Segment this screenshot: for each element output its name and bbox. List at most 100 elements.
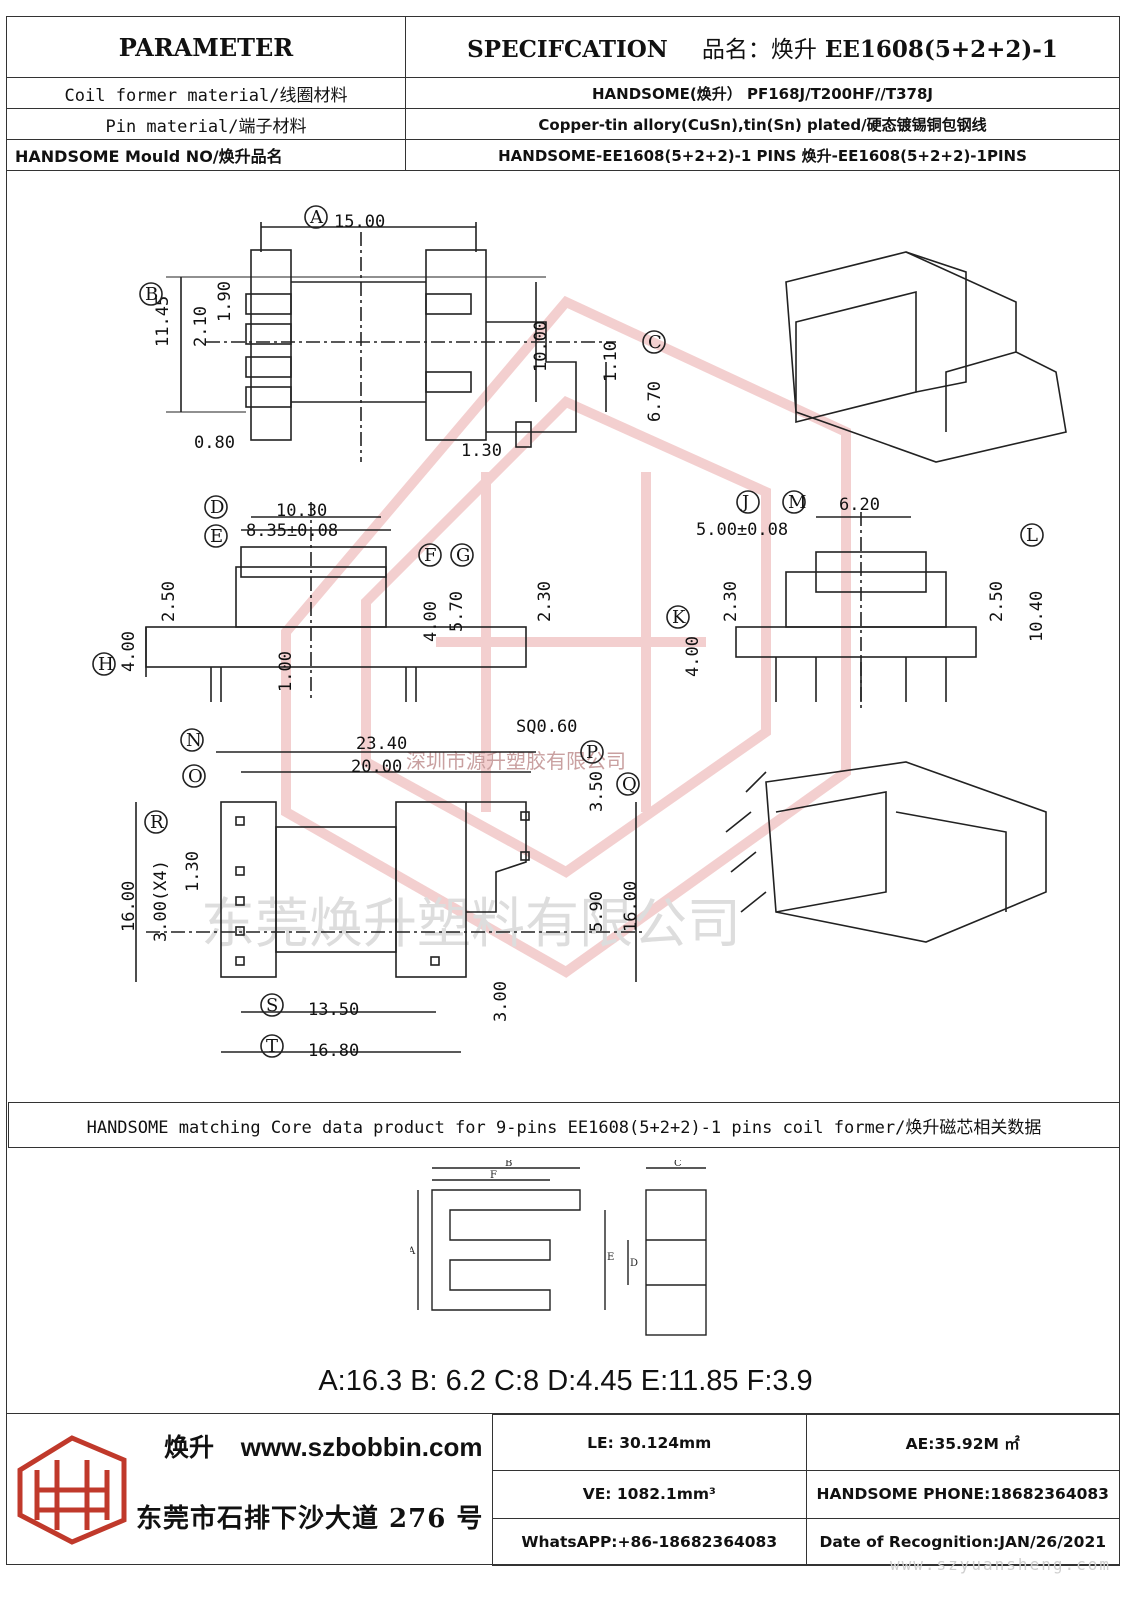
le-value: LE: 30.124mm xyxy=(492,1413,807,1472)
label-k-icon: K xyxy=(666,605,690,629)
svg-text:S: S xyxy=(266,995,278,1016)
svg-text:N: N xyxy=(186,730,202,751)
website-link[interactable]: www.szbobbin.com xyxy=(240,1432,483,1462)
specification-heading: SPECIFCATION 品名：焕升 EE1608(5+2+2)-1 xyxy=(405,16,1120,78)
side-view xyxy=(735,512,977,712)
svg-text:E: E xyxy=(607,1252,614,1263)
bottom-view-dims: 23.40 20.00 3.50 1.30 3.00(X4) 16.00 5.9… xyxy=(119,734,641,1061)
svg-text:4.00: 4.00 xyxy=(683,636,703,677)
svg-text:16.00: 16.00 xyxy=(119,881,139,932)
svg-text:5.70: 5.70 xyxy=(447,591,467,632)
reference-labels: A B C D E F G H J K L M N O P Q R S T xyxy=(92,205,1044,1058)
side-view-dims: 5.00±0.08 6.20 2.30 2.50 10.40 4.00 xyxy=(683,495,1047,677)
svg-text:2.30: 2.30 xyxy=(535,581,555,622)
svg-text:3.00(X4): 3.00(X4) xyxy=(151,860,171,942)
svg-text:B: B xyxy=(505,1160,512,1169)
svg-text:6.70: 6.70 xyxy=(645,381,665,422)
label-c-icon: C xyxy=(642,330,666,354)
watermark-small: 深圳市源升塑胶有限公司 xyxy=(406,749,626,773)
label-d-icon: D xyxy=(204,495,228,519)
label-p-icon: P xyxy=(580,740,604,764)
svg-text:D: D xyxy=(210,497,224,518)
ae-value: AE:35.92M ㎡ xyxy=(805,1413,1120,1472)
phone-value: HANDSOME PHONE:18682364083 xyxy=(805,1470,1120,1519)
front-view xyxy=(145,502,527,702)
svg-text:2.50: 2.50 xyxy=(987,581,1007,622)
svg-text:1.10: 1.10 xyxy=(601,341,621,382)
svg-text:6.20: 6.20 xyxy=(839,495,880,515)
label-e-icon: E xyxy=(204,524,228,548)
specification-label: SPECIFCATION xyxy=(467,36,668,63)
whatsapp-value: WhatsAPP:+86-18682364083 xyxy=(492,1517,807,1567)
brand-line: 焕升 www.szbobbin.com xyxy=(164,1428,482,1464)
isometric-bottom-right xyxy=(725,761,1047,943)
label-h-icon: H xyxy=(92,652,116,676)
svg-text:10.00: 10.00 xyxy=(531,321,551,372)
label-l-icon: L xyxy=(1020,523,1044,547)
core-parameters-table: LE: 30.124mm AE:35.92M ㎡ VE: 1082.1mm³ H… xyxy=(492,1413,1120,1567)
core-dimensions: A:16.3 B: 6.2 C:8 D:4.45 E:11.85 F:3.9 xyxy=(318,1365,813,1397)
svg-text:11.45: 11.45 xyxy=(153,296,173,347)
footer-watermark: www.szyuansheng.com xyxy=(889,1555,1111,1574)
spec-header-table: PARAMETER SPECIFCATION 品名：焕升 EE1608(5+2+… xyxy=(6,16,1120,171)
svg-text:H: H xyxy=(98,654,114,675)
brand-name: 焕升 xyxy=(164,1433,215,1462)
label-m-icon: M xyxy=(782,490,806,514)
core-data-title: HANDSOME matching Core data product for … xyxy=(8,1102,1120,1148)
footer: 焕升 www.szbobbin.com 东莞市石排下沙大道 276 号 LE: … xyxy=(6,1413,1120,1567)
svg-text:3.50: 3.50 xyxy=(587,771,607,812)
svg-text:Q: Q xyxy=(622,774,637,795)
svg-text:10.40: 10.40 xyxy=(1027,591,1047,642)
label-b-icon: B xyxy=(139,282,163,306)
ve-value: VE: 1082.1mm³ xyxy=(492,1470,807,1519)
svg-text:1.90: 1.90 xyxy=(215,281,235,322)
svg-text:5.00±0.08: 5.00±0.08 xyxy=(696,520,788,540)
svg-text:E: E xyxy=(210,526,223,547)
label-o-icon: O xyxy=(182,764,206,788)
product-name-label: 品名：焕升 xyxy=(701,37,817,63)
handsome-logo-icon xyxy=(17,1435,127,1545)
svg-text:16.00: 16.00 xyxy=(621,881,641,932)
bottom-view xyxy=(135,751,646,1053)
svg-text:T: T xyxy=(266,1036,278,1057)
svg-text:C: C xyxy=(648,332,662,353)
parameter-heading: PARAMETER xyxy=(6,16,406,78)
svg-text:O: O xyxy=(188,766,203,787)
svg-text:D: D xyxy=(630,1258,638,1269)
watermark-large: 东莞焕升塑料有限公司 xyxy=(201,892,741,955)
e-core-side xyxy=(645,1189,707,1336)
svg-text:3.00: 3.00 xyxy=(491,981,511,1022)
label-n-icon: N xyxy=(180,728,204,752)
core-drawing: B F C A E D xyxy=(410,1160,707,1336)
svg-text:15.00: 15.00 xyxy=(334,212,385,232)
svg-text:F: F xyxy=(490,1170,497,1181)
coil-material-label: Coil former material/线圈材料 xyxy=(6,77,406,109)
product-name-value: EE1608(5+2+2)-1 xyxy=(824,36,1058,63)
svg-text:C: C xyxy=(674,1160,682,1169)
svg-text:2.30: 2.30 xyxy=(721,581,741,622)
pin-material-label: Pin material/端子材料 xyxy=(6,108,406,140)
label-q-icon: Q xyxy=(616,772,640,796)
front-view-dims: 10.30 8.35±0.08 2.50 4.00 4.00 5.70 2.30… xyxy=(119,501,577,737)
watermark-logo xyxy=(281,295,851,978)
recognition-date: Date of Recognition:JAN/26/2021 xyxy=(805,1517,1120,1567)
svg-text:J: J xyxy=(740,492,749,513)
svg-text:F: F xyxy=(424,545,437,566)
svg-text:1.30: 1.30 xyxy=(183,851,203,892)
svg-text:G: G xyxy=(456,545,470,566)
svg-text:P: P xyxy=(586,742,598,763)
label-t-icon: T xyxy=(260,1034,284,1058)
pin-material-value: Copper-tin allory(CuSn),tin(Sn) plated/硬… xyxy=(405,108,1120,140)
isometric-top-right xyxy=(785,251,1067,463)
company-address: 东莞市石排下沙大道 276 号 xyxy=(136,1504,484,1534)
svg-text:A: A xyxy=(309,207,324,228)
top-view xyxy=(166,222,616,462)
label-g-icon: G xyxy=(450,543,474,567)
svg-text:M: M xyxy=(788,492,806,513)
coil-material-value: HANDSOME(焕升） PF168J/T200HF//T378J xyxy=(405,77,1120,109)
label-s-icon: S xyxy=(260,993,284,1017)
top-view-dims: 15.00 11.45 2.10 1.90 10.00 1.10 6.70 0.… xyxy=(153,212,665,461)
mould-no-value: HANDSOME-EE1608(5+2+2)-1 PINS 焕升-EE1608(… xyxy=(405,139,1120,171)
label-r-icon: R xyxy=(144,810,168,834)
svg-text:2.10: 2.10 xyxy=(191,306,211,347)
